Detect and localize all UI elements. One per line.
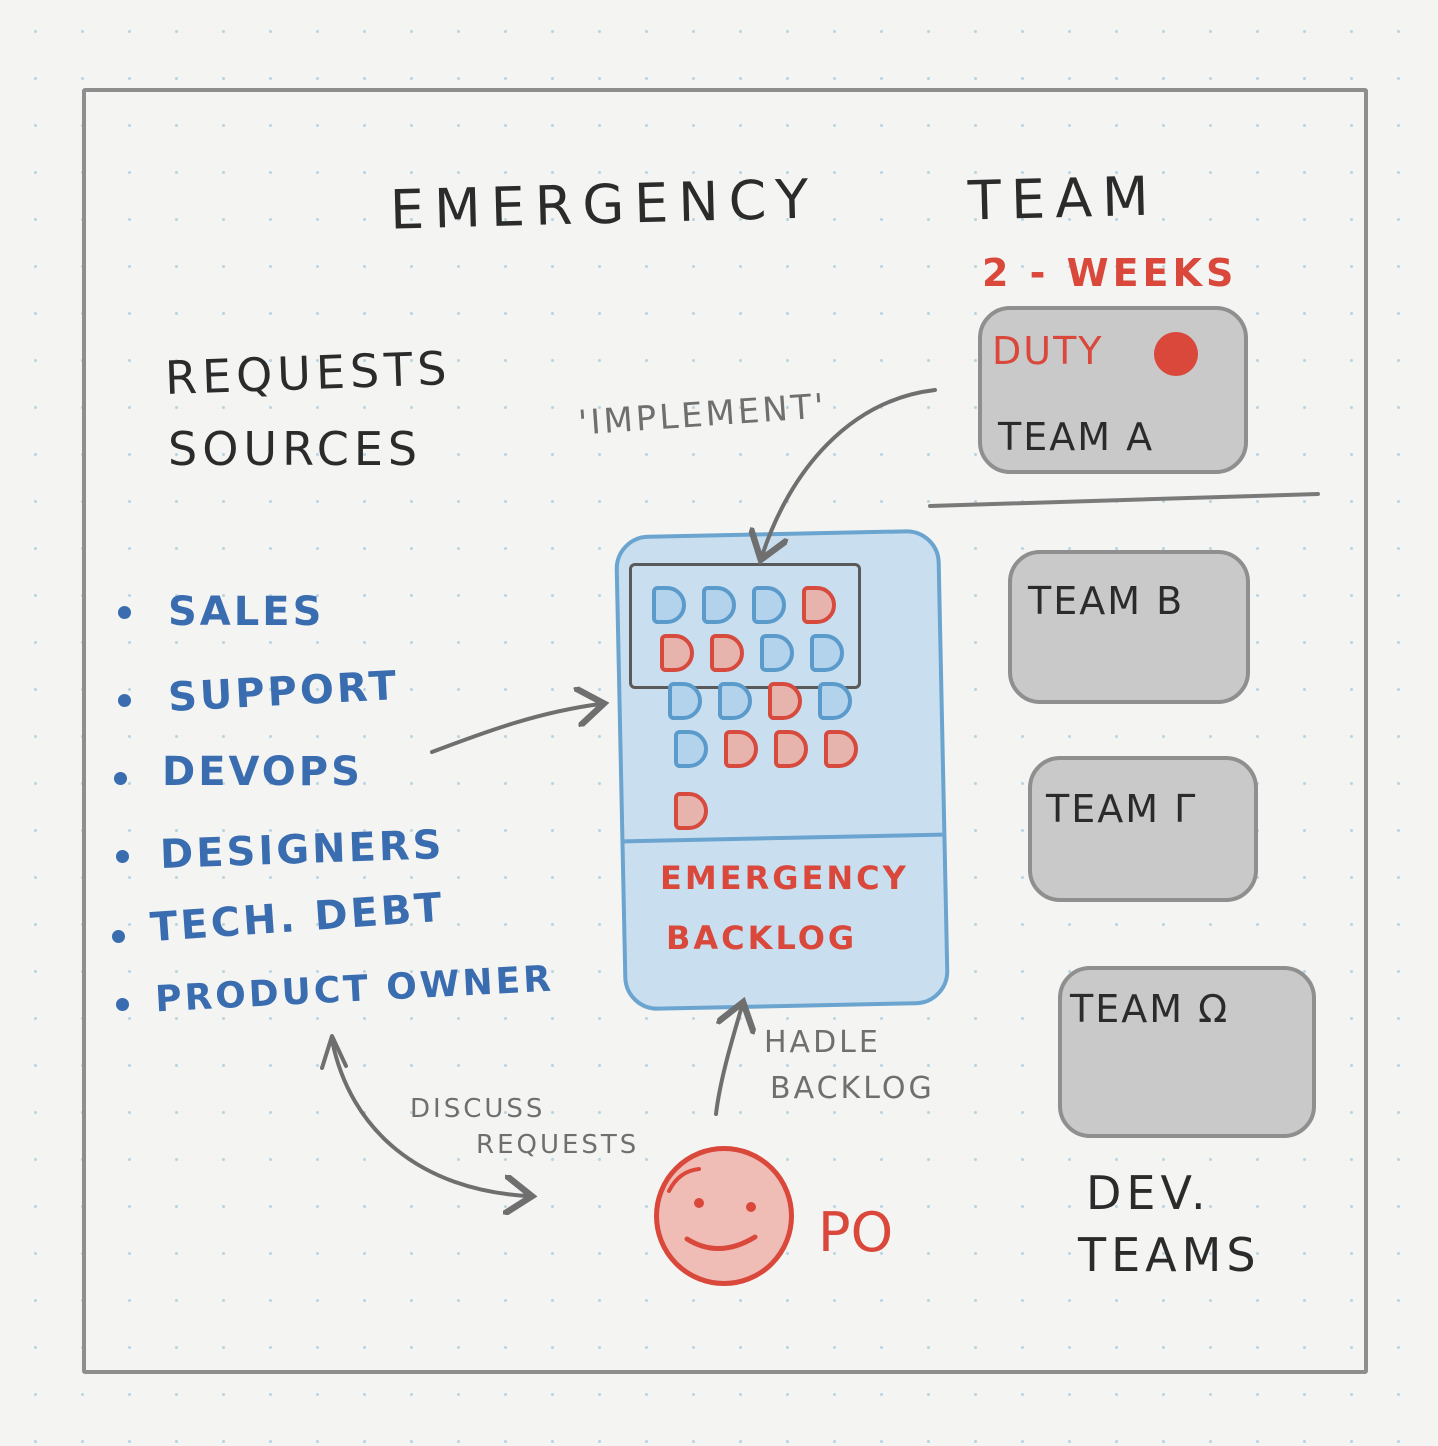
backlog-card-red — [824, 730, 858, 768]
handle-backlog-label-line1: HADLE — [764, 1025, 881, 1060]
dev-team-box — [1008, 550, 1250, 704]
smile-icon — [667, 1167, 758, 1251]
backlog-card-blue — [718, 682, 752, 720]
dev-teams-label-line2: TEAMS — [1078, 1228, 1261, 1282]
backlog-card-blue — [668, 682, 702, 720]
dev-team-box — [1028, 756, 1258, 902]
backlog-card-red — [710, 634, 744, 672]
diagram-frame — [82, 88, 1368, 1374]
requests-to-backlog-arrow — [430, 704, 600, 754]
dev-team-name: TEAM β — [1028, 579, 1185, 623]
backlog-card-red — [724, 730, 758, 768]
discuss-requests-label-line2: REQUESTS — [476, 1130, 640, 1160]
backlog-card-blue — [760, 634, 794, 672]
requests-heading-line2: SOURCES — [168, 422, 423, 476]
bullet-icon — [118, 606, 131, 619]
discuss-requests-label-line1: DISCUSS — [410, 1094, 546, 1124]
backlog-card-blue — [674, 730, 708, 768]
duty-team-name: TEAM α — [998, 415, 1155, 459]
discuss-requests-arrow — [330, 1038, 528, 1196]
dev-team-box — [1058, 966, 1316, 1138]
bullet-icon — [118, 694, 131, 707]
duty-label: DUTY — [992, 329, 1104, 373]
bullet-icon — [114, 772, 127, 785]
bullet-icon — [112, 930, 125, 943]
bullet-icon — [116, 998, 129, 1011]
backlog-card-red — [774, 730, 808, 768]
dev-team-name: TEAM ω — [1070, 987, 1230, 1031]
duty-period: 2 - WEEKS — [982, 251, 1238, 295]
backlog-label-line1: EMERGENCY — [660, 859, 909, 897]
backlog-card-red — [802, 586, 836, 624]
backlog-card-blue — [752, 586, 786, 624]
backlog-card-blue — [702, 586, 736, 624]
dev-teams-label-line1: DEV. — [1086, 1166, 1211, 1220]
handle-backlog-label-line2: BACKLOG — [770, 1071, 935, 1106]
backlog-card-blue — [810, 634, 844, 672]
request-source-item: DEVOPS — [162, 749, 363, 795]
backlog-card-red — [674, 792, 708, 830]
duty-separator-line — [928, 492, 1320, 508]
bullet-icon — [116, 850, 129, 863]
implement-arrow — [762, 388, 937, 556]
backlog-card-blue — [818, 682, 852, 720]
po-to-backlog-arrow — [714, 1006, 742, 1116]
backlog-label-line2: BACKLOG — [666, 919, 858, 957]
backlog-card-red — [660, 634, 694, 672]
request-source-item: SALES — [168, 589, 325, 635]
product-owner-face-icon — [654, 1146, 794, 1286]
duty-team-box — [978, 306, 1248, 474]
po-label: PO — [818, 1201, 894, 1264]
discuss-arrow-head-up — [320, 1034, 348, 1070]
backlog-card-blue — [652, 586, 686, 624]
duty-indicator-dot — [1154, 332, 1198, 376]
backlog-card-red — [768, 682, 802, 720]
dev-team-name: TEAM γ — [1046, 787, 1198, 831]
